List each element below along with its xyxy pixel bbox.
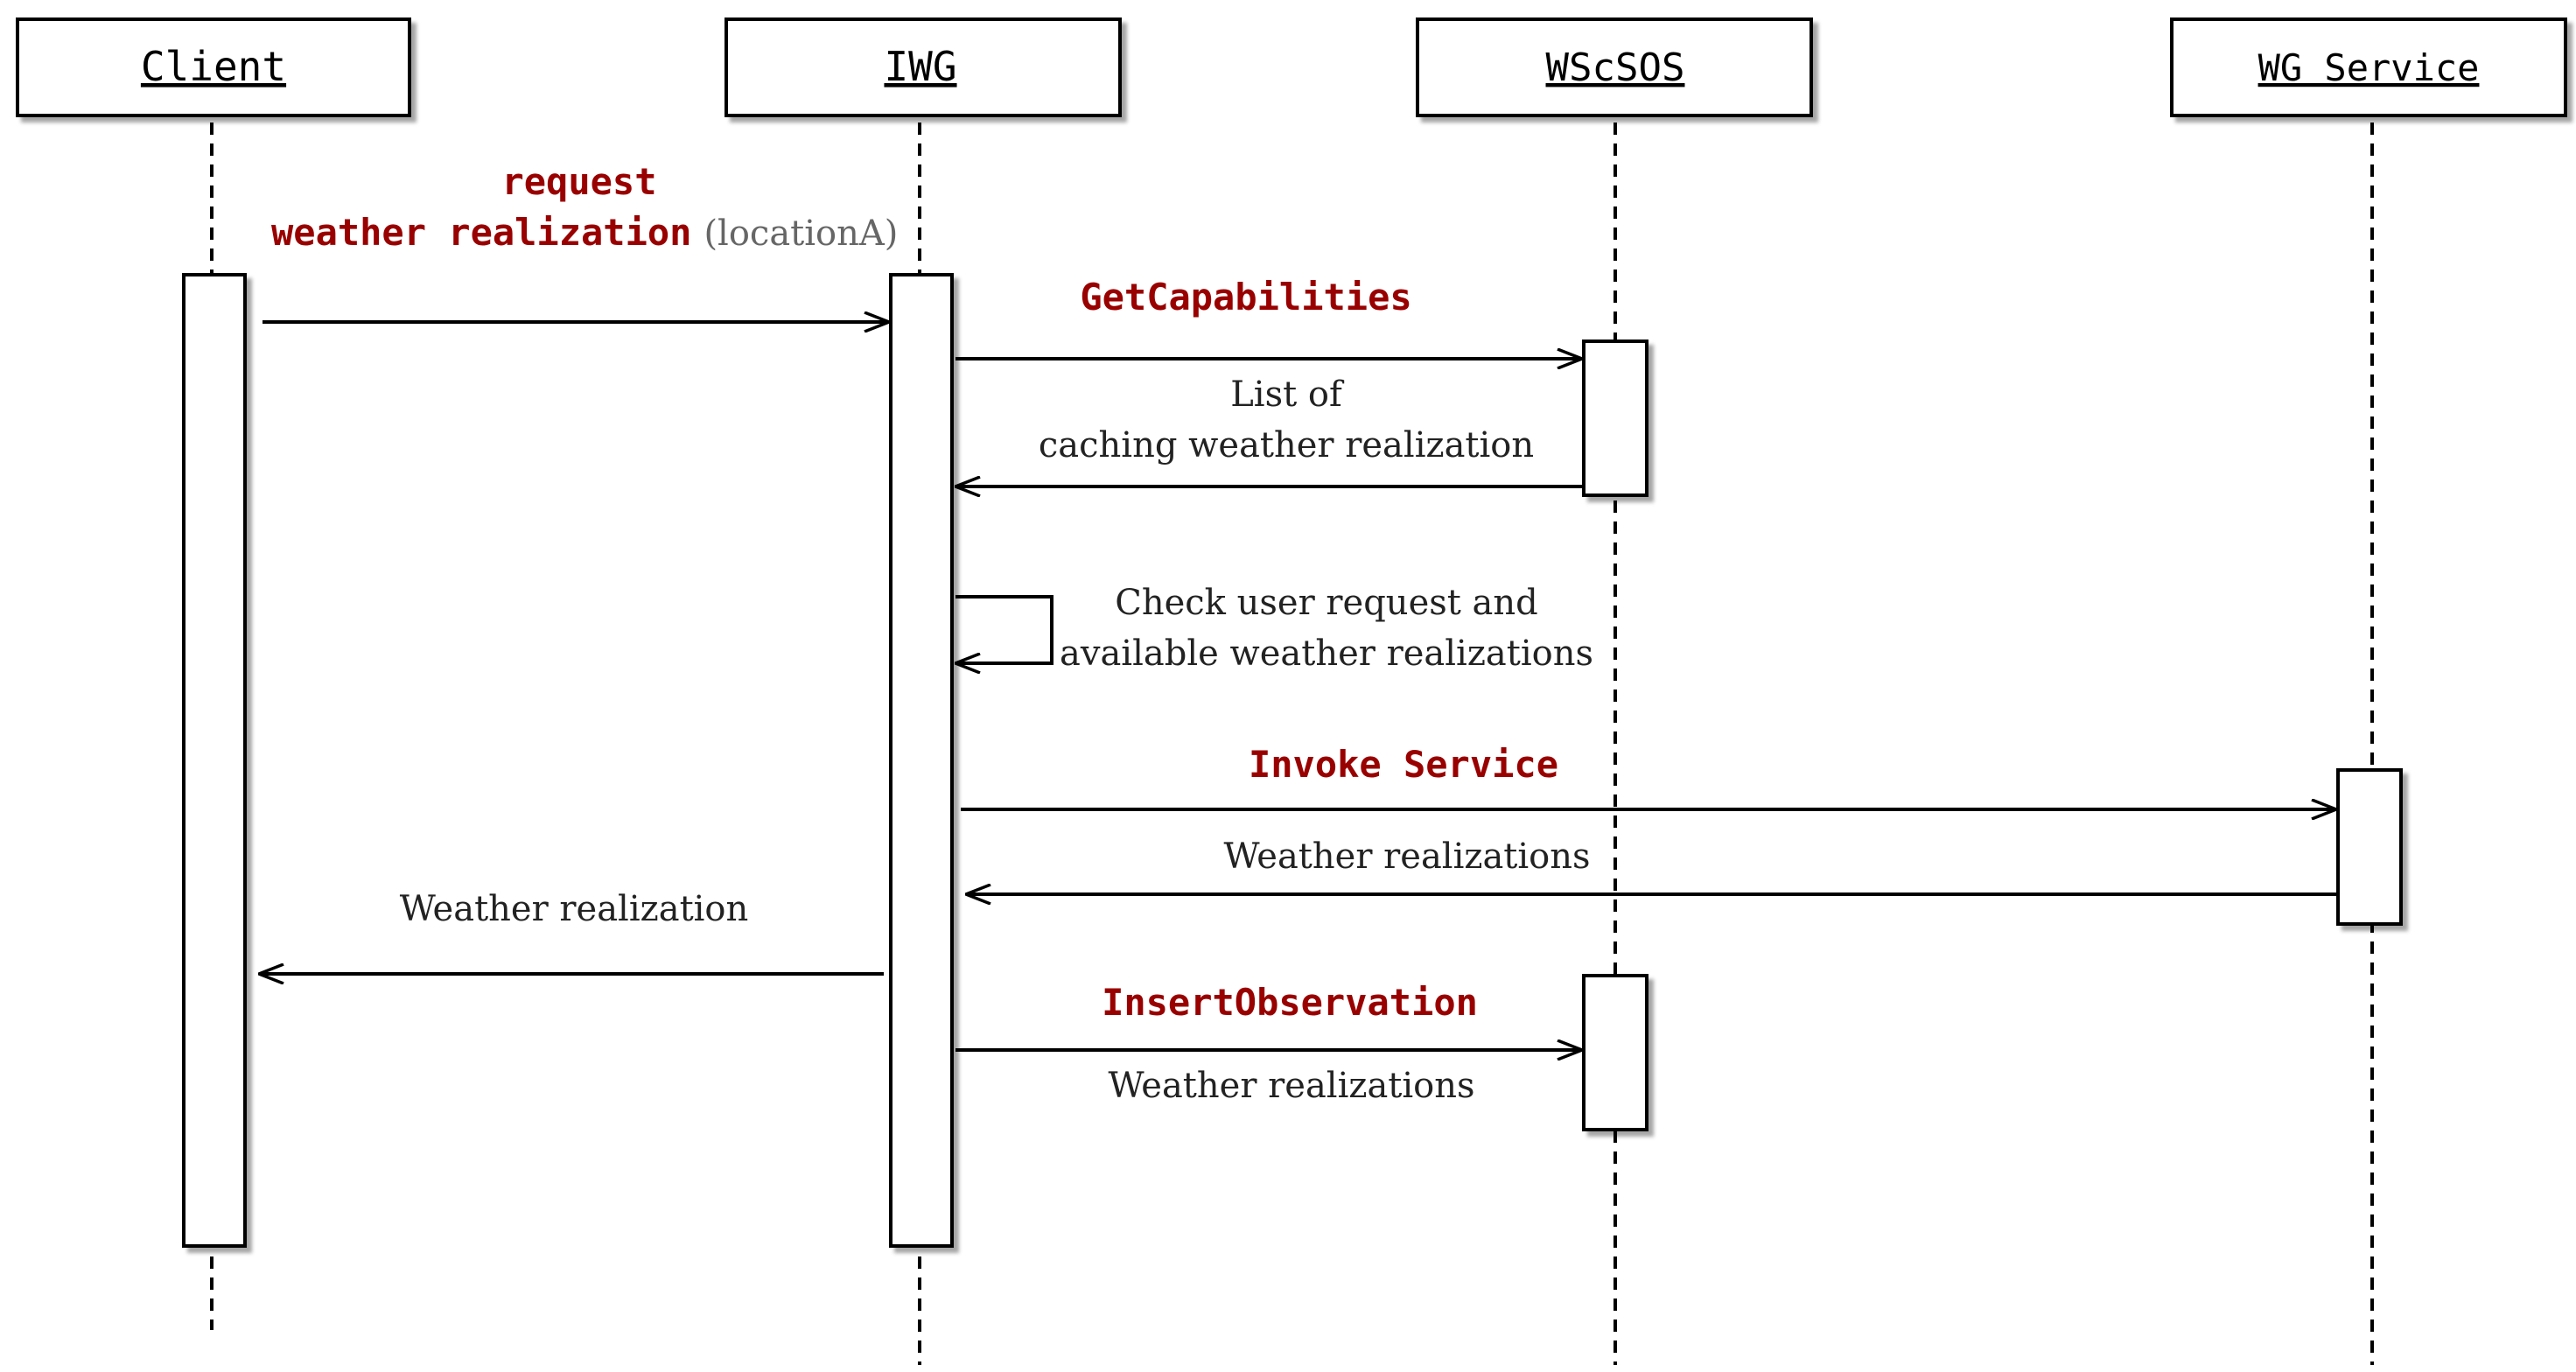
label-invoke-service: Invoke Service (1249, 743, 1558, 786)
label-self-check-line1: Check user request and (1115, 583, 1538, 623)
label-wg-reply: Weather realizations (1223, 836, 1590, 877)
activation-wscsos-1 (1582, 340, 1648, 497)
lifeline-client-label: Client (141, 43, 286, 90)
activation-iwg (889, 273, 954, 1248)
label-request-line1: request (501, 160, 656, 203)
lifeline-wscsos-header: WScSOS (1416, 18, 1813, 117)
lifeline-iwg-header: IWG (724, 18, 1122, 117)
activation-wscsos-2 (1582, 974, 1648, 1131)
lifeline-client-header: Client (16, 18, 411, 117)
label-getcapabilities: GetCapabilities (1080, 276, 1411, 318)
label-client-reply: Weather realization (400, 889, 749, 929)
label-request-line2: weather realization (locationA) (271, 211, 898, 254)
arrow-self-check (956, 595, 1054, 663)
lifeline-iwg-label: IWG (884, 43, 956, 90)
label-request-main: weather realization (271, 211, 691, 254)
label-insert-observation: InsertObservation (1102, 981, 1478, 1024)
label-list-reply-line1: List of (1230, 374, 1345, 415)
message-arrows (259, 322, 2336, 1050)
label-list-reply-line2: caching weather realization (1039, 425, 1534, 466)
activation-client (182, 273, 247, 1248)
label-insert-payload: Weather realizations (1108, 1066, 1474, 1106)
lifeline-wscsos-label: WScSOS (1546, 46, 1685, 90)
lifeline-wgservice-label: WG Service (2258, 46, 2480, 89)
activation-wgservice (2336, 768, 2403, 926)
lifeline-wgservice-header: WG Service (2170, 18, 2567, 117)
activation-bars (182, 273, 2403, 1248)
label-request-param: (locationA) (704, 214, 898, 254)
label-self-check-line2: available weather realizations (1060, 634, 1593, 674)
